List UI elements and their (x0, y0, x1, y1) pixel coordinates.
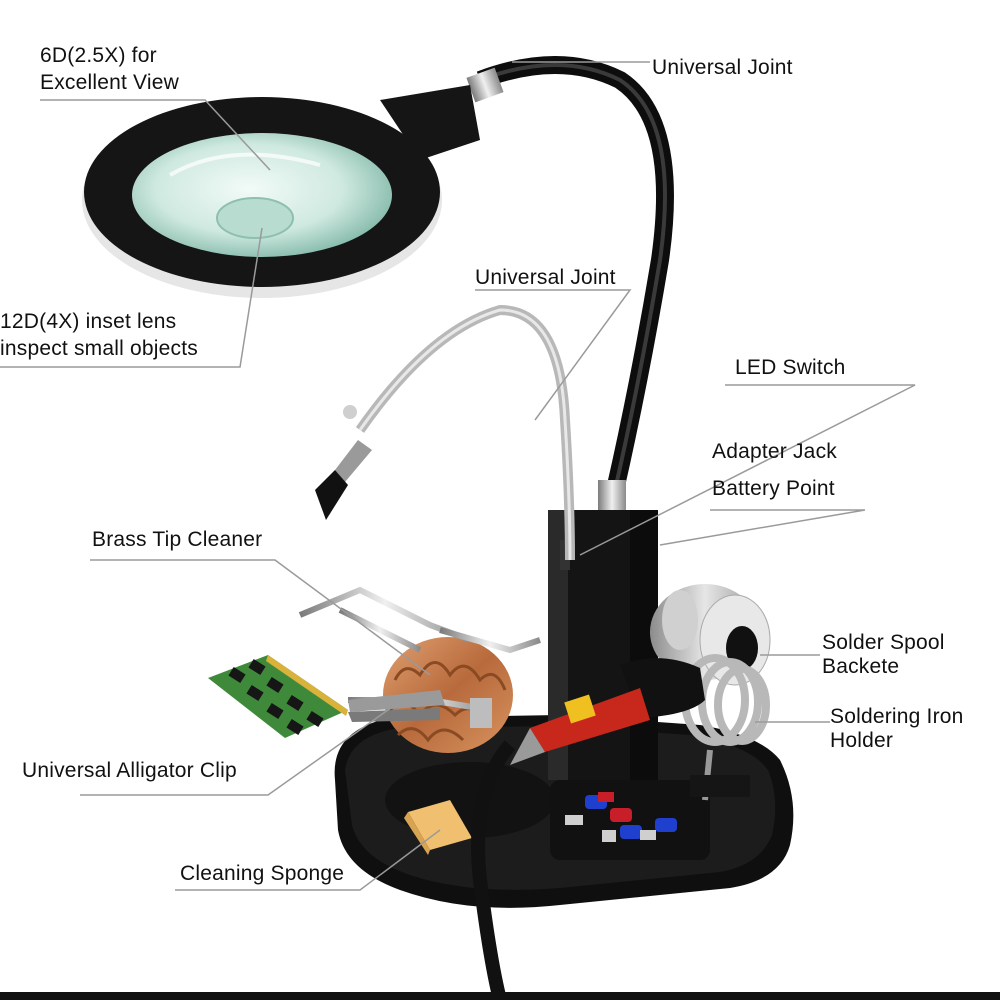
circuit-board (208, 655, 348, 738)
callout-lines (0, 61, 916, 891)
label-battery-point: Battery Point (712, 477, 835, 500)
label-led-switch: LED Switch (735, 356, 846, 379)
label-alligator-clip: Universal Alligator Clip (22, 759, 237, 782)
magnifier-head (82, 85, 480, 298)
top-alligator-clip (315, 405, 372, 520)
label-brass-tip-cleaner: Brass Tip Cleaner (92, 528, 263, 551)
label-iron-holder-line1: Soldering Iron (830, 705, 964, 728)
label-adapter-jack: Adapter Jack (712, 440, 837, 463)
soldering-iron (471, 658, 705, 1002)
label-cleaning-sponge: Cleaning Sponge (180, 862, 345, 885)
bottom-edge-bar (0, 992, 1000, 1000)
main-gooseneck (466, 56, 674, 510)
small-gooseneck (355, 304, 575, 561)
label-solder-spool-line1: Solder Spool (822, 631, 945, 654)
label-universal-joint-top: Universal Joint (652, 56, 793, 79)
alligator-clip (348, 690, 492, 728)
cleaning-sponge (404, 800, 472, 855)
inset-lens (216, 197, 294, 239)
stand-column (548, 510, 658, 780)
label-iron-holder-line2: Holder (830, 729, 894, 752)
label-universal-joint-mid: Universal Joint (475, 266, 616, 289)
label-inset-lens-line1: 12D(4X) inset lens (0, 310, 177, 333)
label-main-lens-line2: Excellent View (40, 71, 179, 94)
terminal-connectors (565, 792, 677, 842)
label-solder-spool-line2: Backete (822, 655, 900, 678)
label-inset-lens-line2: inspect small objects (0, 337, 198, 360)
label-main-lens-line1: 6D(2.5X) for (40, 44, 157, 67)
